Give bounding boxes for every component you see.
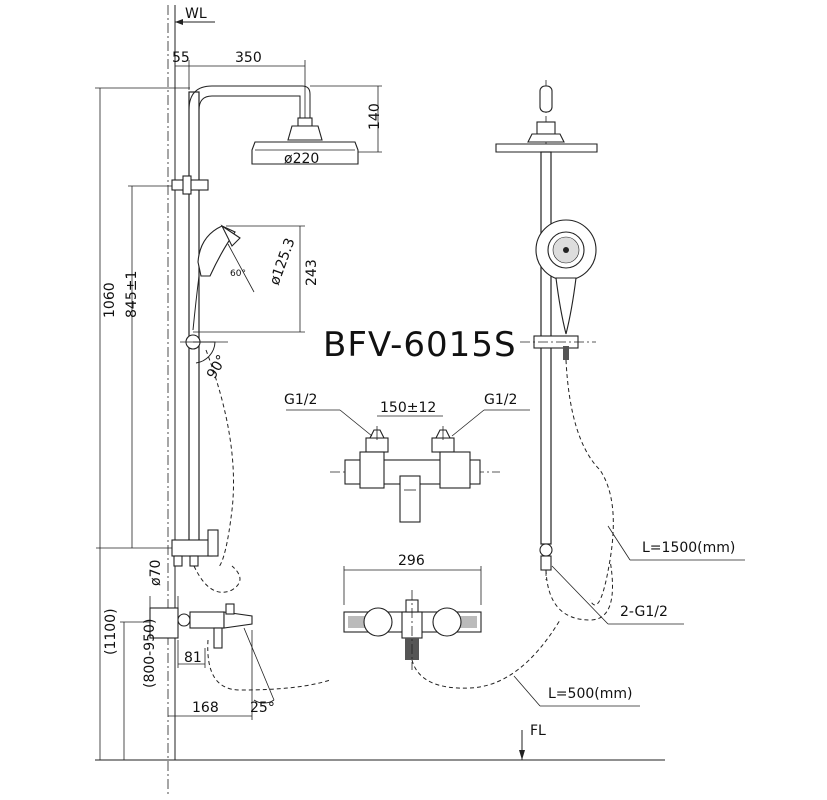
head-drop-dim: 140 — [367, 103, 383, 130]
inlet-right-label: G1/2 — [484, 392, 517, 408]
hand-shower-angle-dim: 60° — [230, 269, 246, 279]
install-height-dim: (1100) — [103, 608, 119, 655]
right-labels: L=1500(mm) 2-G1/2 L=500(mm) — [513, 525, 745, 707]
outlet-thread-label: 2-G1/2 — [620, 604, 668, 620]
mixer-front-view: G1/2 G1/2 150±12 — [284, 392, 530, 523]
hand-shower-height-dim: 243 — [304, 259, 320, 286]
arm-length-dim: 350 — [235, 50, 262, 66]
hand-shower-diameter-dim: ø125.3 — [267, 236, 299, 287]
floor-label: FL — [530, 723, 546, 739]
spout-depth-dim: 81 — [184, 650, 202, 666]
spout-reach-dim: 168 — [192, 700, 219, 716]
mixer-top-view: 296 — [343, 553, 561, 689]
inlet-spacing-dim: 150±12 — [380, 400, 436, 416]
inlet-left-label: G1/2 — [284, 392, 317, 408]
rail-height-dim: 845±1 — [124, 271, 140, 318]
total-height-dim: 1060 — [102, 282, 118, 318]
floor-line: FL — [95, 723, 665, 761]
hose-short-label: L=500(mm) — [548, 686, 632, 702]
hose-long-label: L=1500(mm) — [642, 540, 735, 556]
shower-column-front-view — [495, 80, 614, 621]
left-dimensions: 55 350 140 ø220 243 ø125.3 60° 90° 1060 … — [95, 50, 383, 760]
body-width-dim: 296 — [398, 553, 425, 569]
model-name: BFV-6015S — [323, 325, 517, 365]
install-range-dim: (800-950) — [142, 619, 158, 688]
wall-offset-dim: 55 — [172, 50, 190, 66]
shower-column-side-view — [149, 85, 359, 704]
flange-diameter-dim: ø70 — [148, 560, 164, 586]
wall-label: WL — [185, 6, 207, 22]
head-diameter-dim: ø220 — [284, 151, 319, 167]
spout-angle-dim: 25° — [250, 700, 275, 716]
